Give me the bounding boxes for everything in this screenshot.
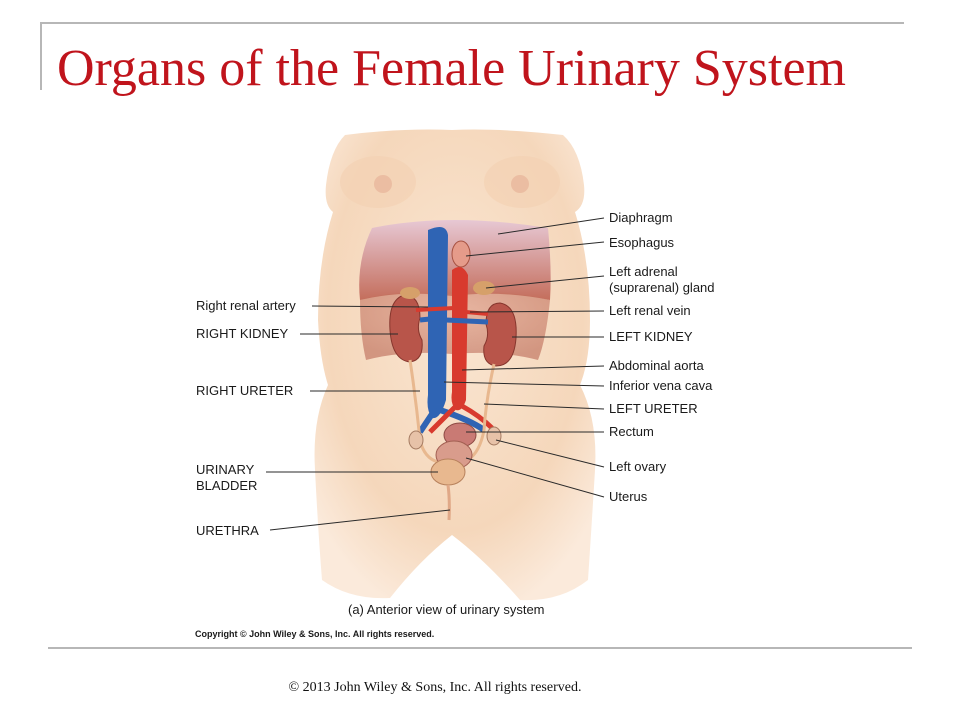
label-urinary-bladder-line2: BLADDER	[196, 478, 257, 493]
leader-left-ureter	[483, 403, 605, 410]
label-esophagus: Esophagus	[609, 235, 675, 250]
slide-footer: © 2013 John Wiley & Sons, Inc. All right…	[0, 680, 960, 696]
figure-copyright: Copyright © John Wiley & Sons, Inc. All …	[195, 629, 434, 639]
label-left-ovary: Left ovary	[609, 459, 667, 474]
abdominal-aorta-shape	[451, 266, 468, 411]
esophagus-shape	[451, 240, 471, 268]
left-adrenal-shape	[473, 281, 495, 295]
label-left-ureter: LEFT URETER	[609, 401, 698, 416]
frame-left-rule	[40, 22, 42, 90]
renal-arteries	[415, 306, 489, 316]
label-right-ureter: RIGHT URETER	[196, 383, 293, 398]
left-kidney-shape	[483, 302, 517, 367]
chest-left-areola	[374, 175, 392, 193]
label-abdominal-aorta: Abdominal aorta	[609, 358, 704, 373]
iliac-arteries	[428, 402, 494, 434]
leader-inferior-vena-cava	[443, 381, 605, 387]
chest-right-areola	[511, 175, 529, 193]
label-rectum: Rectum	[609, 424, 654, 439]
label-urinary-bladder-line1: URINARY	[196, 462, 255, 477]
slide-title: Organs of the Female Urinary System	[57, 40, 846, 97]
leader-right-renal-artery	[311, 305, 429, 308]
leader-uterus	[465, 457, 605, 498]
label-left-renal-vein: Left renal vein	[609, 303, 691, 318]
leader-abdominal-aorta	[461, 365, 605, 371]
left-ovary-shape	[486, 426, 502, 446]
leader-diaphragm	[497, 217, 605, 235]
leader-esophagus	[465, 241, 605, 257]
slide-footer-text: © 2013 John Wiley & Sons, Inc. All right…	[288, 680, 582, 695]
leader-left-renal-vein	[469, 310, 605, 313]
label-diaphragm: Diaphragm	[609, 210, 673, 225]
leader-left-adrenal	[485, 275, 605, 289]
label-left-adrenal-line1: Left adrenal	[609, 264, 678, 279]
leader-urethra	[269, 509, 451, 531]
label-right-renal-artery: Right renal artery	[196, 298, 296, 313]
renal-vessels	[419, 315, 489, 325]
label-uterus: Uterus	[609, 489, 648, 504]
leader-left-ovary	[495, 439, 605, 468]
frame-bottom-rule	[48, 647, 912, 649]
right-ovary-shape	[408, 430, 424, 450]
label-inferior-vena-cava: Inferior vena cava	[609, 378, 713, 393]
urethra-shape	[446, 484, 451, 521]
label-left-kidney: LEFT KIDNEY	[609, 329, 693, 344]
figure-caption: (a) Anterior view of urinary system	[348, 602, 545, 617]
label-urethra: URETHRA	[196, 523, 259, 538]
frame-top-rule	[40, 22, 904, 24]
label-left-adrenal-line2: (suprarenal) gland	[609, 280, 715, 295]
right-adrenal-shape	[400, 287, 420, 299]
right-kidney-shape	[389, 294, 423, 363]
label-right-kidney: RIGHT KIDNEY	[196, 326, 289, 341]
inferior-vena-cava-shape	[427, 226, 448, 419]
iliac-veins	[417, 406, 486, 434]
